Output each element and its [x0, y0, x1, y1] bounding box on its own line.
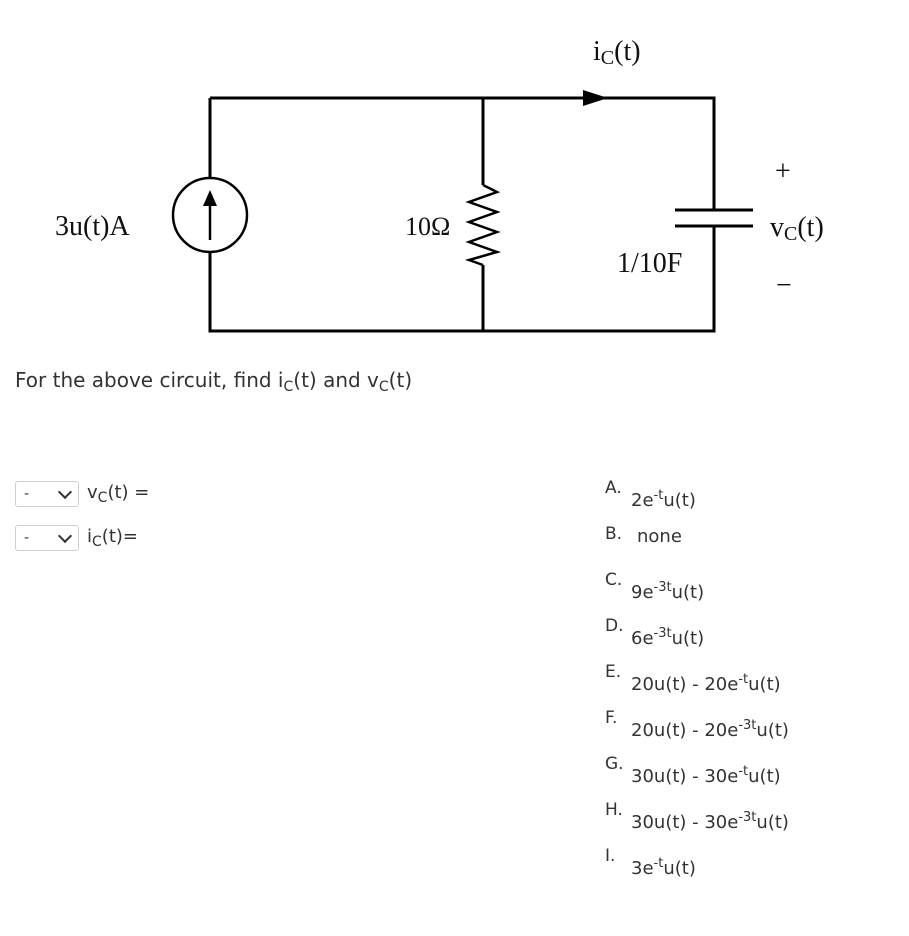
capacitor-label: 1/10F	[617, 248, 682, 279]
question-prefix: For the above circuit, find i	[15, 368, 284, 392]
current-source	[170, 176, 250, 254]
question-text: For the above circuit, find iC(t) and vC…	[15, 368, 412, 395]
resistor	[464, 183, 502, 267]
vc-select[interactable]: -	[15, 481, 79, 507]
capacitor	[675, 208, 753, 228]
question-suffix: (t)	[388, 368, 413, 392]
voltage-label: vC(t)	[770, 212, 824, 245]
answer-row-vc: - vC(t) =	[15, 480, 149, 508]
circuit-wires	[208, 96, 716, 333]
current-arrow	[583, 90, 608, 106]
chevron-down-icon	[57, 484, 73, 500]
question-sub2: C	[378, 379, 389, 395]
source-label: 3u(t)A	[55, 211, 130, 242]
current-label: iC(t)	[593, 36, 641, 69]
vc-select-value: -	[24, 486, 30, 502]
ic-label: iC(t)=	[87, 526, 138, 550]
answer-row-ic: - iC(t)=	[15, 524, 138, 552]
resistor-label: 10Ω	[405, 212, 450, 241]
ic-select-value: -	[24, 530, 30, 546]
chevron-down-icon	[57, 528, 73, 544]
vc-label: vC(t) =	[87, 482, 150, 506]
plus-sign: +	[775, 156, 791, 187]
question-sub1: C	[283, 379, 294, 395]
ic-select[interactable]: -	[15, 525, 79, 551]
minus-sign: −	[776, 270, 792, 301]
question-middle: (t) and v	[293, 368, 379, 392]
circuit-diagram: iC(t) 3u(t)A 10Ω 1/10F + vC(t) −	[55, 36, 824, 333]
